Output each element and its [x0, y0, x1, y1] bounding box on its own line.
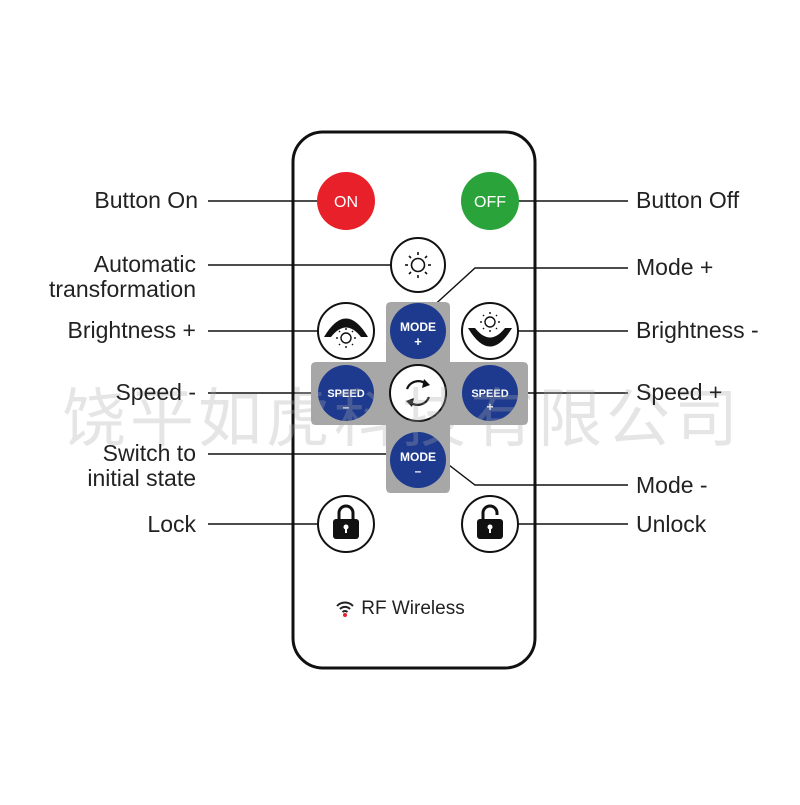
label-switch-initial-state: Switch to initial state — [87, 441, 196, 491]
label-automatic-line2: transformation — [48, 276, 196, 302]
speed-plus-sign: + — [486, 400, 493, 414]
mode-plus-label: MODE — [400, 320, 436, 334]
mode-minus-label: MODE — [400, 450, 436, 464]
speed-minus-button[interactable]: SPEED – — [318, 365, 374, 421]
label-switch-line2: initial state — [87, 465, 196, 491]
on-button[interactable]: ON — [317, 172, 375, 230]
lock-button[interactable] — [317, 495, 375, 553]
off-button-label: OFF — [474, 194, 506, 211]
brightness-down-arrow-icon — [468, 328, 512, 347]
speed-minus-label: SPEED — [327, 388, 364, 400]
label-mode-plus: Mode + — [636, 254, 714, 280]
sun-small-icon — [480, 312, 500, 332]
label-button-off: Button Off — [636, 187, 740, 213]
brand-label: RF Wireless — [361, 598, 465, 619]
mode-minus-button[interactable]: MODE – — [390, 432, 446, 488]
mode-plus-button[interactable]: MODE + — [390, 303, 446, 359]
brightness-up-arrow-icon — [324, 318, 368, 337]
brand-row: RF Wireless — [0, 598, 800, 620]
auto-transform-button[interactable] — [390, 237, 446, 293]
label-brightness-plus: Brightness + — [67, 317, 197, 343]
mode-minus-sign: – — [415, 464, 422, 478]
brightness-plus-button[interactable] — [317, 302, 375, 360]
sun-icon — [405, 252, 431, 278]
label-lock: Lock — [147, 511, 196, 537]
label-brightness-minus: Brightness - — [636, 317, 759, 343]
label-speed-minus: Speed - — [115, 379, 196, 405]
speed-plus-button[interactable]: SPEED + — [462, 365, 518, 421]
on-button-label: ON — [334, 194, 358, 211]
label-speed-plus: Speed + — [636, 379, 723, 405]
mode-plus-sign: + — [414, 334, 422, 349]
label-unlock: Unlock — [636, 511, 707, 537]
speed-plus-label: SPEED — [471, 388, 508, 400]
unlock-button[interactable] — [461, 495, 519, 553]
label-automatic-transformation: Automatic transformation — [49, 252, 196, 302]
wireless-icon — [336, 601, 354, 617]
label-automatic-line1: Automatic — [93, 251, 196, 277]
unlock-icon — [477, 504, 503, 539]
label-button-on: Button On — [94, 187, 198, 213]
sun-small-icon — [336, 328, 356, 348]
label-switch-line1: Switch to — [102, 440, 196, 466]
speed-minus-sign: – — [343, 400, 350, 414]
brightness-minus-button[interactable] — [461, 302, 519, 360]
lock-icon — [333, 504, 359, 539]
label-mode-minus: Mode - — [636, 472, 708, 498]
off-button[interactable]: OFF — [461, 172, 519, 230]
reset-button[interactable] — [389, 364, 447, 422]
